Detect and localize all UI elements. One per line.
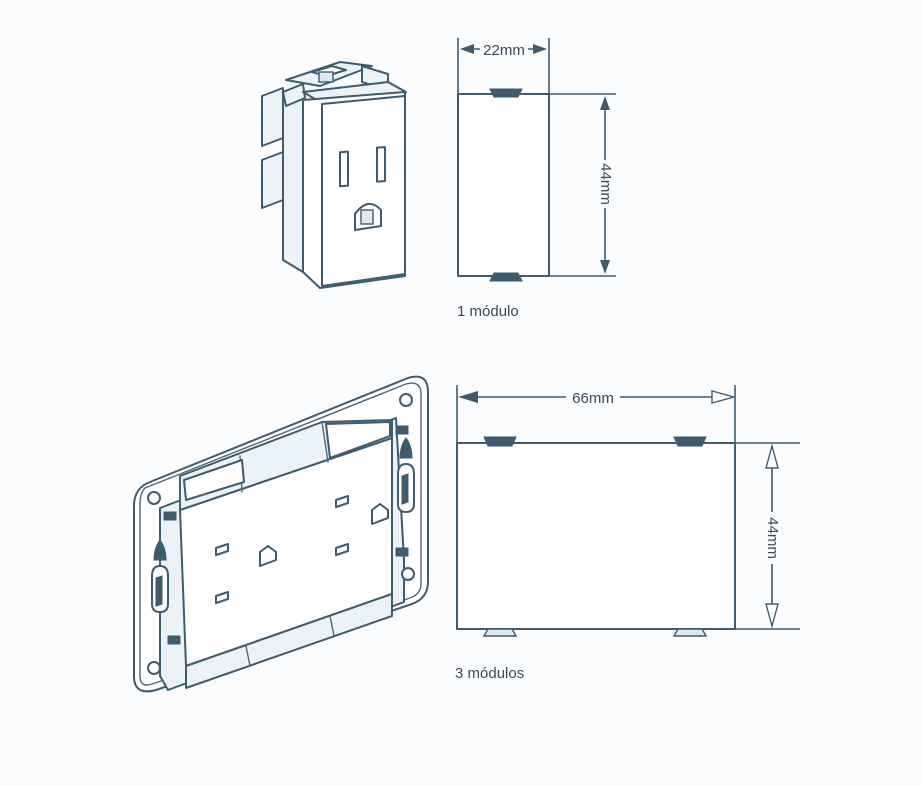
single-module-dimension-drawing: 22mm 44mm 1 módulo: [457, 38, 616, 320]
width-label: 66mm: [572, 390, 614, 407]
height-label: 44mm: [764, 517, 781, 559]
module-outline: [457, 93, 550, 277]
top-clip: [673, 436, 707, 447]
caption-one-module: 1 módulo: [457, 303, 519, 320]
height-label: 44mm: [597, 163, 614, 205]
arrow-right-icon: [711, 390, 737, 404]
arrow-up-icon: [600, 96, 610, 110]
three-module-plate-illustration: [133, 375, 429, 693]
caption-three-modules: 3 módulos: [455, 665, 524, 682]
arrow-left-icon: [458, 391, 478, 403]
bottom-clip: [489, 272, 523, 282]
bottom-clip: [672, 628, 708, 637]
arrow-left-icon: [460, 44, 474, 54]
three-module-dimension-drawing: 66mm 44mm 3 módulos: [455, 385, 800, 682]
arrow-down-icon: [765, 603, 779, 629]
width-label: 22mm: [483, 42, 525, 59]
bottom-clip: [482, 628, 518, 637]
top-clip: [489, 88, 523, 98]
top-clip: [483, 436, 517, 447]
arrow-right-icon: [533, 44, 547, 54]
arrow-down-icon: [600, 260, 610, 274]
arrow-up-icon: [765, 443, 779, 469]
single-module-outlet-illustration: [261, 61, 407, 289]
module-outline: [456, 442, 736, 630]
